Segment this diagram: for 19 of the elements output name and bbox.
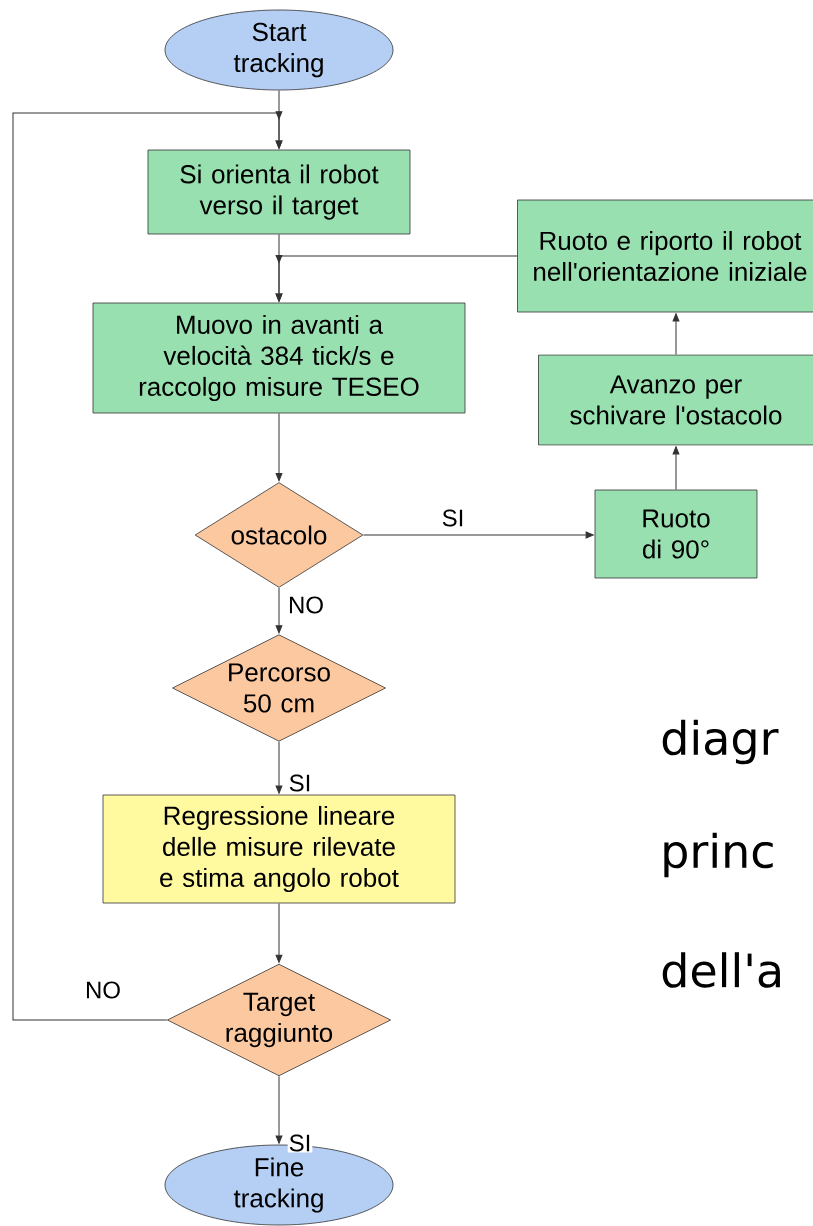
process-box: Ruoto di 90° [594, 489, 758, 579]
process-box: Regressione lineare delle misure rilevate e stima angolo robot [102, 794, 456, 904]
heading-text: diagr [662, 719, 779, 765]
process-box: Si orienta il robot verso il target [147, 149, 411, 235]
arrow [672, 313, 680, 356]
arrow [275, 587, 283, 634]
arrow [275, 902, 283, 963]
heading-text: princ [664, 832, 773, 878]
arrow [275, 741, 283, 794]
arrow [275, 412, 283, 482]
arrow [275, 254, 518, 302]
process-box: Ruoto e riporto il robot nell'orientazione iniziale [517, 199, 813, 313]
heading-text: dell'a [662, 952, 780, 988]
arrow [672, 446, 680, 491]
arrow [362, 531, 594, 539]
process-box: Avanzo per schivare l'ostacolo [538, 354, 813, 446]
arrow [12, 111, 283, 1021]
arrow [275, 1075, 283, 1144]
process-box: Muovo in avanti a velocità 384 tick/s e raccolgo misure TESEO [92, 302, 466, 414]
